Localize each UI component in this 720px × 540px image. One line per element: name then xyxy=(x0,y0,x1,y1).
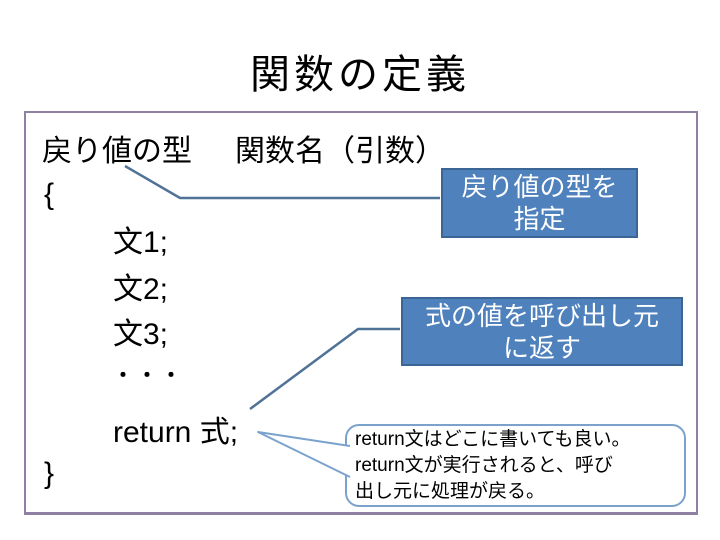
code-statement-2: 文2; xyxy=(113,273,169,306)
code-return-statement: return 式; xyxy=(113,416,239,449)
callout-return-type-line2: 指定 xyxy=(513,204,566,234)
callout-return-note-line2: return文が実行されると、呼び xyxy=(355,455,613,476)
callout-return-note-line1: return文はどこに書いても良い。 xyxy=(355,429,631,450)
code-ellipsis: ・・・ xyxy=(113,365,185,387)
callout-return-type: 戻り値の型を 指定 xyxy=(441,168,638,238)
code-return-type-label: 戻り値の型 xyxy=(42,135,192,168)
code-close-brace: } xyxy=(44,457,55,490)
callout-return-type-line1: 戻り値の型を xyxy=(461,172,618,202)
callout-return-value-line1: 式の値を呼び出し元 xyxy=(424,300,659,331)
slide-title: 関数の定義 xyxy=(250,53,470,97)
code-statement-1: 文1; xyxy=(113,226,169,259)
callout-return-value: 式の値を呼び出し元 に返す xyxy=(401,297,683,366)
code-function-name-label: 関数名（引数） xyxy=(235,135,445,168)
callout-return-note: return文はどこに書いても良い。 return文が実行されると、呼び 出し元… xyxy=(345,424,686,507)
code-statement-3: 文3; xyxy=(113,318,169,351)
callout-return-note-line3: 出し元に処理が戻る。 xyxy=(355,481,546,502)
callout-return-value-line2: に返す xyxy=(502,332,581,363)
code-open-brace: { xyxy=(44,178,55,211)
